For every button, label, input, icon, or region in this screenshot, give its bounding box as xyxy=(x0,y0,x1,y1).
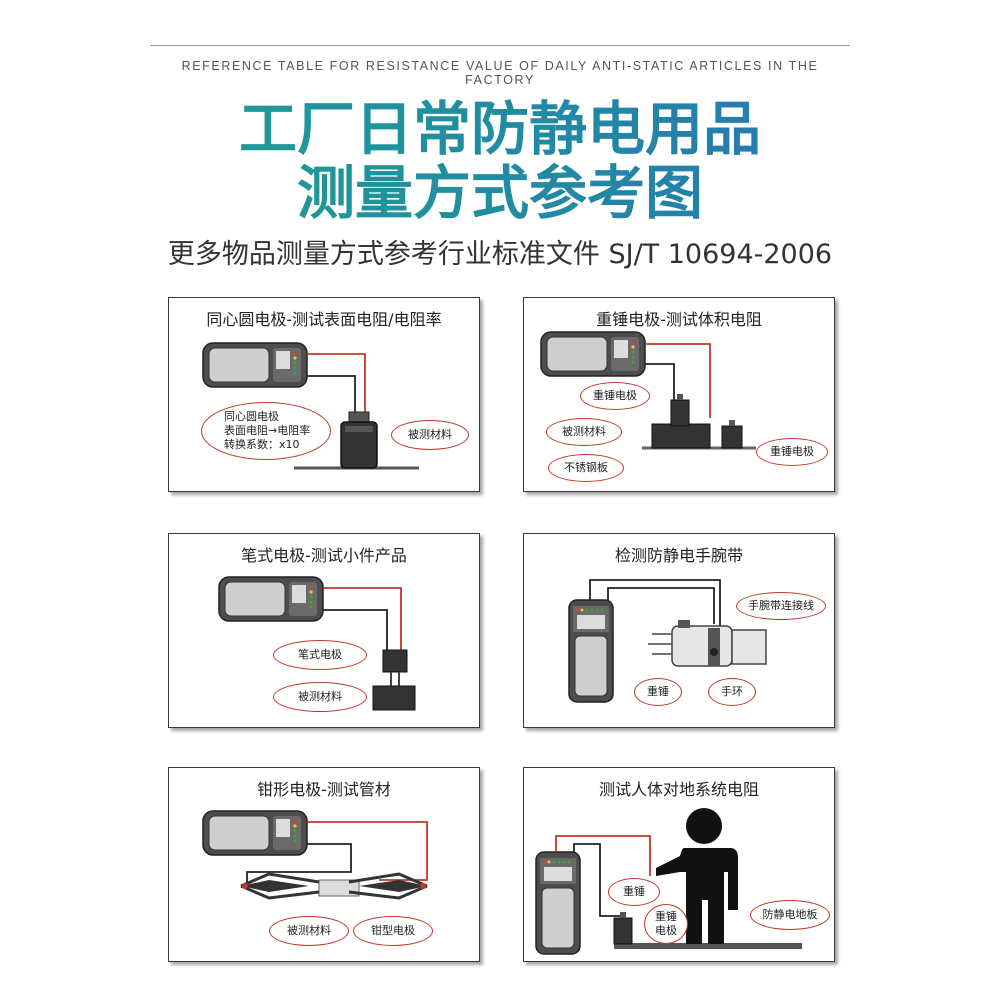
panel-title: 重锤电极-测试体积电阻 xyxy=(596,310,762,329)
hammer-bubble: 重锤 xyxy=(608,878,660,906)
panel-hammer-electrode: 重锤电极-测试体积电阻 重锤电极 被测材料 不锈钢板 重锤电极 xyxy=(523,297,835,492)
concentric-diagram xyxy=(202,342,419,470)
panel-title: 检测防静电手腕带 xyxy=(614,546,743,565)
wrist-diagram xyxy=(568,579,767,703)
material-label-bubble: 被测材料 xyxy=(391,420,469,450)
meter-icon xyxy=(202,342,308,388)
hammer-electrode-2-bubble: 重锤电极 xyxy=(756,438,828,466)
hammer-electrode-bubble: 重锤 电极 xyxy=(644,904,688,944)
wrist-cord-bubble: 手腕带连接线 xyxy=(736,592,826,620)
wrist-band-bubble: 手环 xyxy=(708,678,756,706)
panel-clamp-electrode: 钳形电极-测试管材 被测材料 钳型电极 xyxy=(168,767,480,962)
material-label-bubble: 被测材料 xyxy=(546,418,622,446)
meter-icon xyxy=(568,599,614,703)
panel-title: 笔式电极-测试小件产品 xyxy=(241,546,407,565)
hammer-electrode-bubble: 重锤电极 xyxy=(580,382,650,410)
meter-icon xyxy=(218,576,324,622)
meter-icon xyxy=(540,331,646,377)
clamp-electrode-bubble: 钳型电极 xyxy=(353,916,433,946)
subtitle: 更多物品测量方式参考行业标准文件 SJ/T 10694-2006 xyxy=(167,239,833,270)
meter-icon xyxy=(202,810,308,856)
panel-concentric-electrode: 同心圆电极-测试表面电阻/电阻率 同心圆电极 表面电阻→电阻率 转换系数：x10… xyxy=(168,297,480,492)
hammer-bubble: 重锤 xyxy=(634,678,682,706)
panel-title: 测试人体对地系统电阻 xyxy=(598,780,759,799)
material-label-bubble: 被测材料 xyxy=(269,916,349,946)
panel-title: 同心圆电极-测试表面电阻/电阻率 xyxy=(206,310,442,329)
material-label-bubble: 被测材料 xyxy=(273,682,367,712)
main-title-line2: 测量方式参考图 xyxy=(0,160,1000,226)
english-title: REFERENCE TABLE FOR RESISTANCE VALUE OF … xyxy=(181,59,819,87)
top-divider xyxy=(150,45,850,46)
steel-plate-bubble: 不锈钢板 xyxy=(548,454,624,482)
panel-body-to-ground: 测试人体对地系统电阻 重锤 重锤 电极 防静电地板 xyxy=(523,767,835,962)
floor-label-bubble: 防静电地板 xyxy=(750,900,830,930)
panel-pen-electrode: 笔式电极-测试小件产品 笔式电极 被测材料 xyxy=(168,533,480,728)
panel-title: 钳形电极-测试管材 xyxy=(257,780,391,799)
clamp-diagram xyxy=(202,810,428,900)
hammer-diagram xyxy=(540,331,756,450)
pen-electrode-bubble: 笔式电极 xyxy=(273,640,367,670)
body-diagram xyxy=(535,808,802,955)
concentric-electrode-bubble: 同心圆电极 表面电阻→电阻率 转换系数：x10 xyxy=(201,402,331,460)
pen-diagram xyxy=(218,576,416,711)
meter-icon xyxy=(535,851,581,955)
person-silhouette xyxy=(656,808,738,944)
main-title-line1: 工厂日常防静电用品 xyxy=(0,96,1000,162)
panel-wrist-strap: 检测防静电手腕带 手腕带连接线 重锤 手环 xyxy=(523,533,835,728)
